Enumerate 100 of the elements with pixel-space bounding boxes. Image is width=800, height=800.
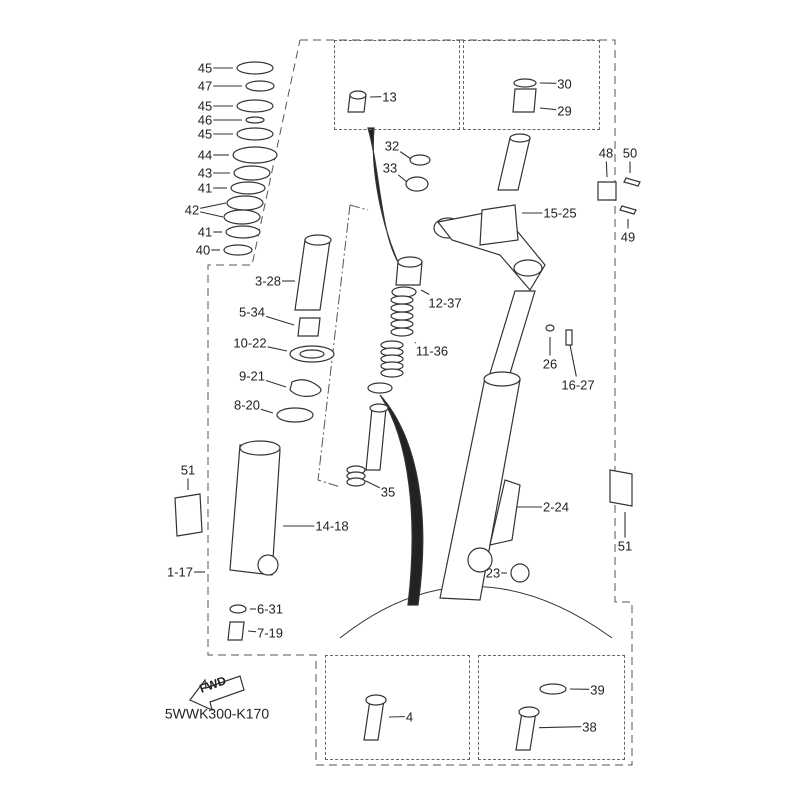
drain-bolt <box>227 621 245 641</box>
leader-line <box>388 716 405 718</box>
inner-tube <box>294 234 332 311</box>
dashed-box <box>334 40 460 130</box>
screw <box>619 205 637 215</box>
washer <box>367 382 393 394</box>
spring <box>380 295 414 378</box>
callout-number: 32 <box>384 138 400 154</box>
screw <box>623 177 641 187</box>
leader-line <box>365 480 380 488</box>
seal-ring <box>409 154 431 166</box>
leader-line <box>213 154 229 156</box>
callout-number: 8-20 <box>234 398 260 412</box>
leader-line <box>624 512 626 538</box>
bearing-race <box>226 195 264 211</box>
callout-number: 30 <box>557 76 572 91</box>
washer <box>229 604 247 614</box>
dashed-box <box>463 40 600 130</box>
callout-number: 39 <box>590 682 605 697</box>
leader-line <box>213 231 222 233</box>
leader-line <box>517 506 542 508</box>
leader-line <box>213 187 227 189</box>
damper-rod <box>365 403 389 471</box>
callout-number: 5-34 <box>238 304 266 320</box>
callout-number: 42 <box>184 202 200 218</box>
leader-line <box>627 219 629 228</box>
callout-number: 13 <box>382 89 397 104</box>
leader-line <box>250 608 256 610</box>
callout-number: 12-37 <box>428 296 462 310</box>
callout-number: 16-27 <box>561 378 595 392</box>
leader-line <box>194 571 205 573</box>
leader-line <box>606 161 608 178</box>
dashed-box <box>478 655 625 760</box>
leader-line <box>522 212 542 214</box>
gasket <box>289 379 322 397</box>
callout-number: 49 <box>620 230 636 244</box>
steering-stem <box>433 133 546 292</box>
bushing <box>512 88 536 112</box>
label-tag <box>609 469 633 507</box>
leader-line <box>213 67 233 69</box>
callout-number: 40 <box>196 242 210 258</box>
callout-number: 14-18 <box>315 518 349 534</box>
callout-number: 43 <box>198 166 212 180</box>
callout-number: 45 <box>198 98 212 114</box>
leader-line <box>540 107 556 110</box>
callout-number: 35 <box>380 484 396 500</box>
leader-line <box>283 525 314 527</box>
washer <box>245 116 265 124</box>
callout-number: 46 <box>198 112 212 128</box>
lock-nut <box>236 127 274 141</box>
lock-nut <box>236 61 274 75</box>
callout-number: 1-17 <box>166 564 194 580</box>
leader-line <box>268 346 288 352</box>
bearing-race <box>233 165 271 181</box>
callout-number: 6-31 <box>256 602 284 616</box>
leader-line <box>248 630 256 632</box>
leader-line <box>266 316 294 326</box>
dust-cap <box>405 176 429 192</box>
leader-line <box>538 726 582 728</box>
seal-ring <box>538 682 566 694</box>
leader-line <box>200 202 226 209</box>
callout-number: 23 <box>486 566 500 580</box>
callout-number: 2-24 <box>542 500 570 514</box>
leader-line <box>501 572 507 574</box>
collar <box>297 317 321 337</box>
callout-number: 41 <box>198 180 212 196</box>
leader-line <box>213 133 233 135</box>
spring-seat <box>289 345 335 363</box>
outer-tube <box>229 440 281 576</box>
bolt <box>565 329 573 346</box>
lock-washer <box>245 80 275 92</box>
leader-line <box>213 105 233 107</box>
callout-number: 38 <box>582 719 597 734</box>
bearing-race <box>223 209 261 225</box>
leader-line <box>414 342 416 344</box>
leader-line <box>569 344 577 377</box>
leader-line <box>540 82 556 84</box>
callout-number: 33 <box>382 160 398 176</box>
leader-line <box>370 96 382 98</box>
ball-bearing <box>225 225 261 239</box>
direction-label: FWD <box>198 673 228 697</box>
callout-number: 10-22 <box>233 336 267 350</box>
leader-line <box>213 119 242 121</box>
washer <box>545 324 555 332</box>
bearing-cover <box>232 146 278 164</box>
callout-number: 29 <box>557 103 572 118</box>
dashed-box <box>325 655 470 760</box>
leader-line <box>260 408 274 414</box>
leader-line <box>266 380 286 388</box>
bracket <box>597 181 617 201</box>
dust-seal <box>223 244 253 256</box>
leader-line <box>398 174 408 182</box>
leader-line <box>400 151 412 160</box>
leader-line <box>213 172 230 174</box>
seal-ring <box>512 78 536 88</box>
callout-number: 4 <box>406 709 414 724</box>
leader-line <box>211 249 220 251</box>
callout-number: 7-19 <box>256 626 284 640</box>
label-tag <box>174 493 203 537</box>
callout-number: 41 <box>198 224 212 240</box>
